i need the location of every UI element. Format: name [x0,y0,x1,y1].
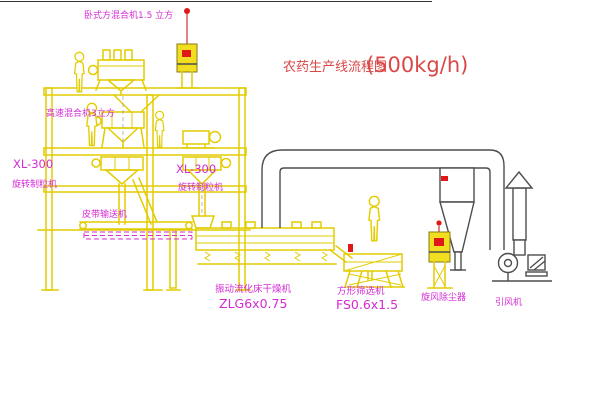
label-dryer-model: ZLG6x0.75 [219,296,287,311]
label-dryer-name: 振动流化床干燥机 [215,283,292,295]
worker-figure [368,195,381,242]
cyclone-machine [439,167,475,271]
label-granulator-left-model: XL-300 [13,157,53,171]
worker-figure [73,51,85,93]
square-sieve-machine [343,244,405,288]
high-speed-mixer-machine [92,96,145,149]
diagram-title: 农药生产线流程图 [283,60,387,75]
feed-funnel [112,93,161,114]
granulator-mid-machine [182,156,232,217]
worker-figure [154,110,165,148]
control-panel-roof [176,8,199,89]
label-cyclone: 旋风除尘器 [421,291,466,303]
exhaust-duct [261,149,505,250]
square-mixer-machine [87,49,147,96]
second-floor-machine [181,130,222,149]
label-sieve-name: 方形筛选机 [337,285,385,297]
label-granulator-mid-name: 旋转制粒机 [178,181,223,193]
diagram-title-capacity: (500kg/h) [366,53,468,77]
label-granulator-left-name: 旋转制粒机 [12,178,57,190]
label-high-speed-mixer: 高速混合机3立方 [46,107,115,119]
belt-conveyor-machine [79,221,193,240]
label-fan: 引风机 [495,296,522,308]
label-belt-conveyor: 皮带输送机 [82,208,127,220]
granulator-left-machine [91,156,158,225]
label-granulator-mid-model: XL-300 [176,162,216,176]
stack-and-fan [492,170,552,282]
control-panel-ground [427,220,453,289]
label-square-mixer: 卧式方混合机1.5 立方 [84,9,173,21]
fluid-bed-dryer-machine [190,215,354,265]
label-sieve-model: FS0.6x1.5 [336,297,398,312]
